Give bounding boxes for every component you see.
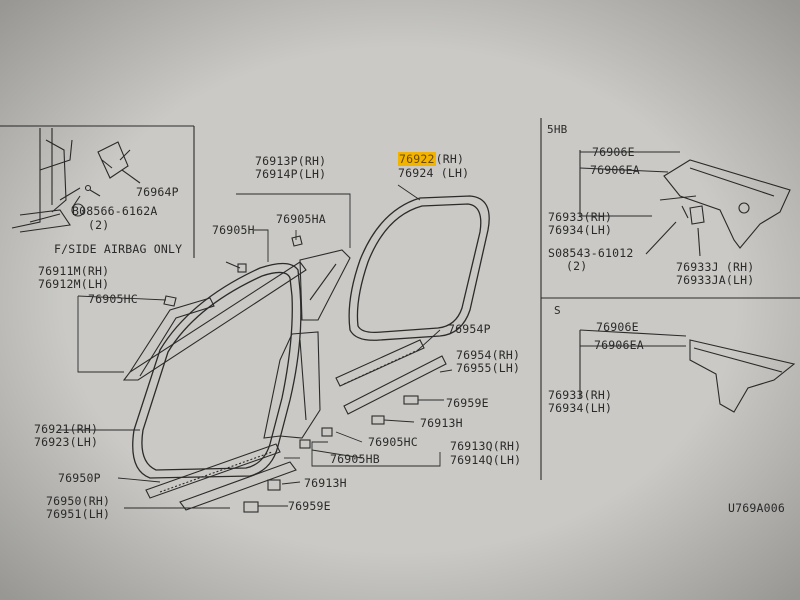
airbag-note: F/SIDE AIRBAG ONLY (54, 242, 183, 256)
part-76921: 76921(RH) (34, 422, 99, 436)
part-76959e-right: 76959E (446, 396, 489, 410)
hb-qty-s08543: (2) (566, 259, 588, 273)
s-part-76933: 76933(RH) (548, 388, 613, 402)
hb-part-76933j: 76933J (RH) (676, 260, 755, 274)
hb-part-76906ea: 76906EA (590, 163, 640, 177)
part-76911m: 76911M(RH) (38, 264, 110, 278)
part-76923: 76923(LH) (34, 435, 99, 449)
hb-part-76906e: 76906E (592, 145, 635, 159)
hb-part-76933: 76933(RH) (548, 210, 613, 224)
part-76950p: 76950P (58, 471, 101, 485)
part-76951: 76951(LH) (46, 507, 111, 521)
part-76955: 76955(LH) (456, 361, 521, 375)
part-b08566: B08566-6162A (72, 204, 158, 218)
s-header: S (554, 304, 561, 317)
part-76924: 76924 (LH) (398, 166, 470, 180)
part-76964p: 76964P (136, 185, 179, 199)
part-76914q: 76914Q(LH) (450, 453, 522, 467)
part-76959e-bottom: 76959E (288, 499, 331, 513)
part-76950: 76950(RH) (46, 494, 111, 508)
s-part-76906e: 76906E (596, 320, 639, 334)
part-76922-side: (RH) (435, 152, 465, 166)
part-76912m: 76912M(LH) (38, 277, 110, 291)
highlighted-part-number: 76922 (398, 152, 436, 166)
s-part-76934: 76934(LH) (548, 401, 613, 415)
hb-header: 5HB (547, 123, 568, 136)
hb-part-s08543: S08543-61012 (548, 246, 634, 260)
diagram-code: U769A006 (728, 501, 785, 515)
part-76905hb: 76905HB (330, 452, 380, 466)
part-76913h-right: 76913H (420, 416, 463, 430)
part-76913p: 76913P(RH) (255, 154, 327, 168)
part-76922: 76922(RH) (398, 152, 465, 166)
part-76954p: 76954P (448, 322, 491, 336)
part-76954: 76954(RH) (456, 348, 521, 362)
part-76905hc-bottom: 76905HC (368, 435, 418, 449)
part-76905ha: 76905HA (276, 212, 326, 226)
part-76913q: 76913Q(RH) (450, 439, 522, 453)
hb-part-76934: 76934(LH) (548, 223, 613, 237)
qty-b08566: (2) (88, 218, 110, 232)
s-part-76906ea: 76906EA (594, 338, 644, 352)
part-76913h-bottom: 76913H (304, 476, 347, 490)
part-76905hc-top: 76905HC (88, 292, 138, 306)
part-76905h: 76905H (212, 223, 255, 237)
part-76914p: 76914P(LH) (255, 167, 327, 181)
hb-part-76933ja: 76933JA(LH) (676, 273, 755, 287)
